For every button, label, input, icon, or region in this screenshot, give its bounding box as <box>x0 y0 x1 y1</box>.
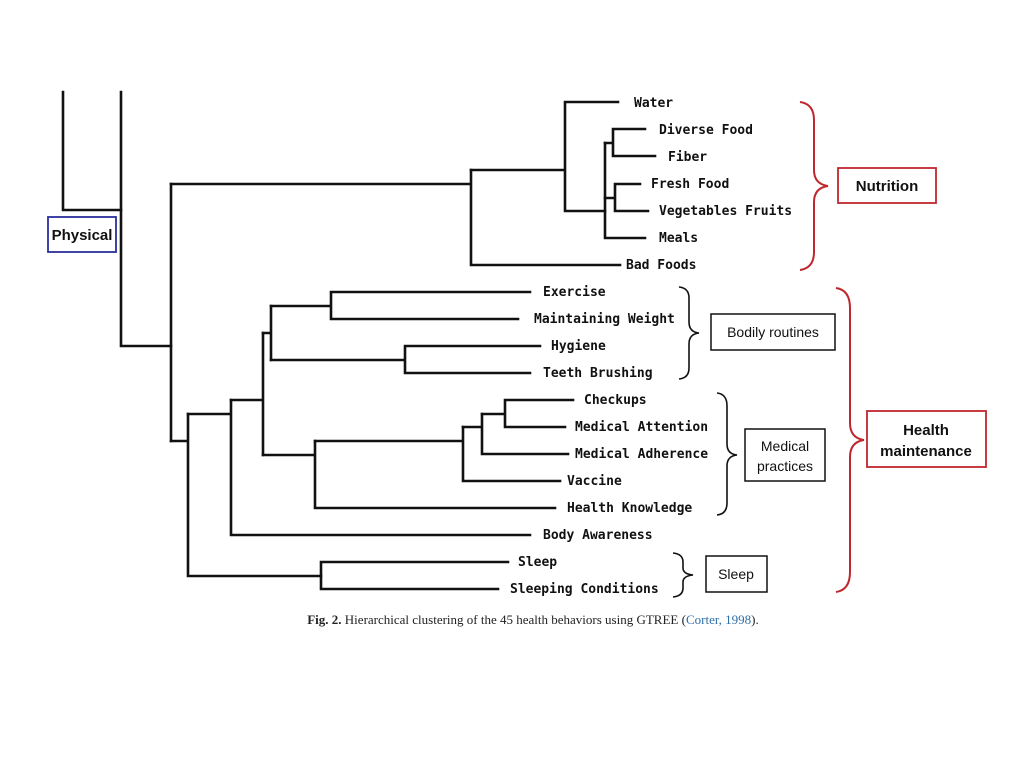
tree-link <box>469 100 620 213</box>
medical-practices-box-frame <box>744 428 826 482</box>
leaf-label-fiber: Fiber <box>668 150 707 165</box>
leaf-label-vaccine: Vaccine <box>567 474 622 489</box>
bodily-routines-box-label: Bodily routines <box>727 324 819 340</box>
leaf-label-checkups: Checkups <box>584 393 647 408</box>
health-maintenance-brace <box>835 287 865 593</box>
medical-practices-box-label-line1: Medical <box>761 438 809 454</box>
caption-label: Fig. 2. <box>307 612 342 627</box>
nutrition-box-label: Nutrition <box>856 178 918 195</box>
tree-link <box>269 290 532 321</box>
medical-practices-box-label-line2: practices <box>757 458 813 474</box>
leaf-label-meals: Meals <box>659 231 698 246</box>
physical-box-label: Physical <box>52 227 113 244</box>
tree-link <box>119 90 173 348</box>
medical-practices-box: Medical practices <box>744 428 826 482</box>
tree-link <box>269 344 542 375</box>
health-maintenance-box-frame <box>866 410 987 468</box>
leaf-label-hygiene: Hygiene <box>551 339 606 354</box>
leaf-label-bad-foods: Bad Foods <box>626 258 696 273</box>
tree-link <box>229 331 265 457</box>
leaf-label-fresh-food: Fresh Food <box>651 177 729 192</box>
health-maintenance-box-label-line2: maintenance <box>880 443 972 460</box>
tree-link <box>313 425 562 483</box>
bodily-routines-box: Bodily routines <box>710 313 836 351</box>
tree-link <box>186 398 532 537</box>
caption-text: Hierarchical clustering of the 45 health… <box>344 612 686 627</box>
tree-link <box>319 560 510 591</box>
leaf-label-health-knowledge: Health Knowledge <box>567 501 692 516</box>
leaf-label-water: Water <box>634 96 673 111</box>
tree-link <box>261 439 557 510</box>
tree-link <box>61 90 123 212</box>
dendrogram-tree <box>61 90 657 591</box>
bodily-routines-box-frame <box>710 313 836 351</box>
sleep-box-frame <box>705 555 768 593</box>
leaf-label-exercise: Exercise <box>543 285 606 300</box>
physical-box-frame <box>47 216 117 253</box>
leaf-label-sleeping-conditions: Sleeping Conditions <box>510 582 659 597</box>
health-maintenance-box-label-line1: Health <box>903 422 949 439</box>
leaf-label-medical-attention: Medical Attention <box>575 420 708 435</box>
medical-practices-brace <box>716 392 738 516</box>
physical-box: Physical <box>47 216 117 253</box>
tree-link <box>461 412 570 456</box>
nutrition-box-frame <box>837 167 937 204</box>
leaf-label-diverse-food: Diverse Food <box>659 123 753 138</box>
leaf-label-sleep: Sleep <box>518 555 557 570</box>
leaf-label-medical-adherence: Medical Adherence <box>575 447 708 462</box>
caption-end: ). <box>751 612 759 627</box>
tree-link <box>169 168 622 267</box>
health-maintenance-box: Health maintenance <box>866 410 987 468</box>
leaf-label-teeth-brushing: Teeth Brushing <box>543 366 653 381</box>
sleep-box: Sleep <box>705 555 768 593</box>
nutrition-brace <box>799 101 829 271</box>
tree-link <box>261 304 273 362</box>
leaf-label-body-awareness: Body Awareness <box>543 528 653 543</box>
leaf-label-maintaining-weight: Maintaining Weight <box>534 312 675 327</box>
sleep-box-label: Sleep <box>718 566 754 582</box>
leaf-label-vegetables-fruits: Vegetables Fruits <box>659 204 792 219</box>
tree-link <box>169 412 323 578</box>
tree-link <box>603 182 650 213</box>
tree-link <box>480 398 575 429</box>
figure-caption: Fig. 2. Hierarchical clustering of the 4… <box>0 612 1024 628</box>
leaf-labels: Water Diverse Food Fiber Fresh Food Vege… <box>510 96 792 597</box>
nutrition-box: Nutrition <box>837 167 937 204</box>
bodily-routines-brace <box>678 286 700 380</box>
tree-link <box>603 127 657 158</box>
tree-link <box>603 141 647 240</box>
sleep-brace <box>672 552 694 598</box>
caption-citation-link[interactable]: Corter, 1998 <box>685 612 752 627</box>
